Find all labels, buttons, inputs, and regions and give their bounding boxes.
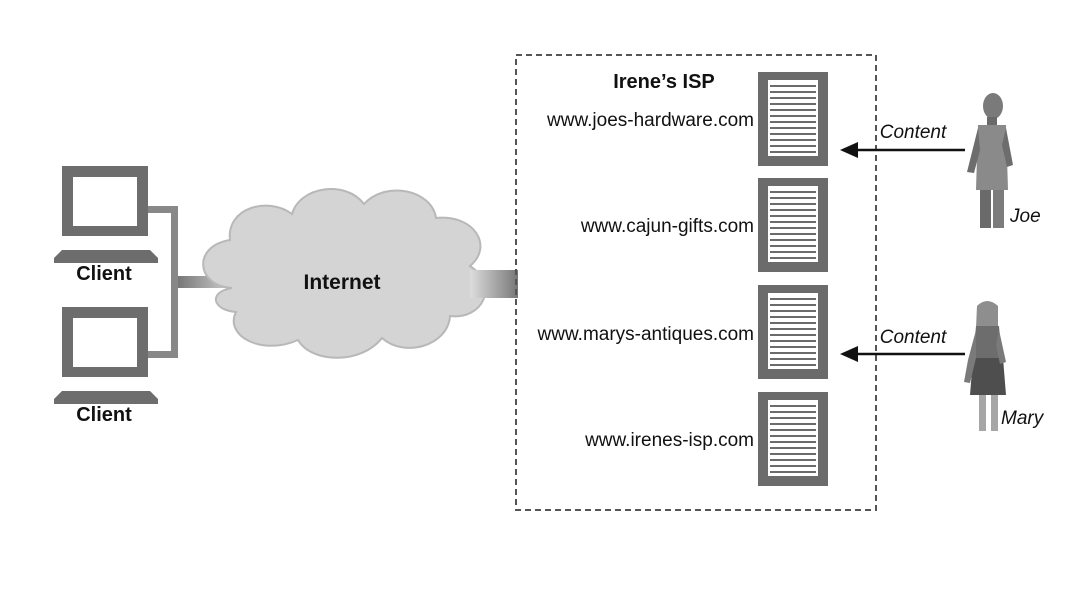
keyboard-icon (54, 391, 158, 399)
server-icon (758, 285, 828, 379)
client-computer-1: Client (54, 166, 158, 285)
server-cajun-gifts: www.cajun-gifts.com (580, 178, 828, 272)
person-icon (964, 301, 1006, 431)
server-domain-label: www.cajun-gifts.com (580, 216, 754, 237)
user-joe: Joe (967, 93, 1041, 228)
client-label-1: Client (76, 263, 132, 285)
isp-network-link (470, 270, 518, 298)
server-marys-antiques: www.marys-antiques.com (537, 285, 828, 379)
content-arrow-mary: Content (840, 327, 965, 362)
server-domain-label: www.joes-hardware.com (546, 110, 754, 131)
user-name-label: Mary (1001, 408, 1045, 429)
server-icon (758, 72, 828, 166)
arrow-head-icon (840, 346, 858, 362)
server-irenes-isp: www.irenes-isp.com (584, 392, 828, 486)
content-arrow-label: Content (880, 122, 947, 143)
content-arrow-joe: Content (840, 122, 965, 158)
user-mary: Mary (964, 301, 1045, 431)
cloud-icon (202, 188, 487, 359)
content-arrow-label: Content (880, 327, 947, 348)
server-icon (758, 178, 828, 272)
client-computer-2: Client (54, 307, 158, 426)
internet-label: Internet (303, 271, 380, 294)
internet-cloud: Internet (202, 188, 487, 359)
arrow-head-icon (840, 142, 858, 158)
person-icon (967, 93, 1013, 228)
isp-boundary (515, 54, 877, 511)
server-domain-label: www.marys-antiques.com (537, 324, 754, 345)
isp-title: Irene’s ISP (613, 71, 715, 93)
client-label-2: Client (76, 404, 132, 426)
server-icon (758, 392, 828, 486)
server-joes-hardware: www.joes-hardware.com (546, 72, 828, 166)
keyboard-icon (54, 250, 158, 258)
server-domain-label: www.irenes-isp.com (584, 430, 754, 451)
user-name-label: Joe (1009, 206, 1041, 227)
